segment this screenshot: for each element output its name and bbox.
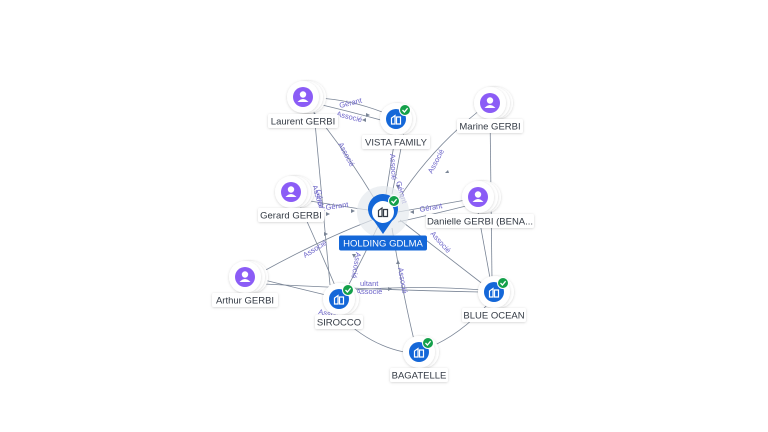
node-label: VISTA FAMILY xyxy=(362,135,430,149)
person-node-laurent[interactable]: Laurent GERBI xyxy=(268,81,338,128)
person-node-danielle[interactable]: Danielle GERBI (BENA... xyxy=(426,181,534,228)
company-node-holding-gdlma[interactable]: HOLDING GDLMA xyxy=(339,186,427,251)
verified-check-icon xyxy=(497,277,509,289)
person-icon xyxy=(235,267,255,287)
edge-sirocco-blue xyxy=(351,287,483,291)
person-icon xyxy=(293,87,313,107)
node-label: Laurent GERBI xyxy=(268,114,338,128)
svg-text:SIROCCO: SIROCCO xyxy=(317,318,361,329)
arrow-4 xyxy=(326,212,330,216)
arrow-5 xyxy=(324,232,328,236)
verified-check-icon xyxy=(388,195,400,207)
building-icon xyxy=(377,206,389,218)
node-label: Arthur GERBI xyxy=(212,293,278,307)
person-icon xyxy=(480,93,500,113)
edge-label: Associé xyxy=(356,287,382,296)
svg-text:HOLDING GDLMA: HOLDING GDLMA xyxy=(343,239,423,250)
person-icon xyxy=(468,187,488,207)
edge-label: Associé xyxy=(336,109,364,124)
node-label: SIROCCO xyxy=(315,315,363,329)
person-node-arthur[interactable]: Arthur GERBI xyxy=(212,261,278,307)
edge-label: Gérant xyxy=(314,189,327,214)
edge-label: ultant xyxy=(360,279,379,288)
edge-arthur-sirocco xyxy=(263,279,331,297)
arrow-8 xyxy=(388,287,392,291)
person-node-marine[interactable]: Marine GERBI xyxy=(457,87,523,133)
edge-label: Associé xyxy=(301,238,328,260)
edge-label: Gérant xyxy=(338,95,363,110)
edge-holding-blue xyxy=(399,219,485,286)
svg-text:Gerard GERBI: Gerard GERBI xyxy=(260,211,322,222)
svg-text:Marine GERBI: Marine GERBI xyxy=(459,122,520,133)
edge-label: Associé xyxy=(349,252,362,279)
edge-danielle-holding xyxy=(397,199,467,213)
arrow-3 xyxy=(351,209,355,213)
node-label: Marine GERBI xyxy=(457,119,523,133)
edge-arthur-blue xyxy=(263,283,481,293)
verified-check-icon xyxy=(399,104,411,116)
edge-label: Associé xyxy=(396,267,409,294)
edge-label: Associé xyxy=(388,154,399,181)
edge-laurent-sirocco xyxy=(313,111,331,286)
arrow-2 xyxy=(362,118,366,122)
company-node-blue-ocean[interactable]: BLUE OCEAN xyxy=(462,276,526,322)
node-label: Danielle GERBI (BENA... xyxy=(426,214,534,228)
svg-text:Laurent GERBI: Laurent GERBI xyxy=(271,117,335,128)
verified-check-icon xyxy=(342,284,354,296)
person-node-gerard[interactable]: Gerard GERBI xyxy=(258,176,324,222)
edge-label: Gérant xyxy=(325,200,350,212)
svg-text:VISTA FAMILY: VISTA FAMILY xyxy=(365,138,428,149)
arrow-12 xyxy=(445,170,449,173)
svg-text:BAGATELLE: BAGATELLE xyxy=(392,371,447,382)
arrow-9 xyxy=(396,260,400,264)
svg-text:BLUE OCEAN: BLUE OCEAN xyxy=(463,311,524,322)
arrow-10 xyxy=(352,254,356,258)
edge-label: Associé xyxy=(426,148,446,175)
svg-text:Danielle GERBI (BENA...: Danielle GERBI (BENA... xyxy=(427,217,533,228)
edge-label: Gérant xyxy=(419,201,444,214)
svg-text:Arthur GERBI: Arthur GERBI xyxy=(216,296,274,307)
node-label: Gerard GERBI xyxy=(258,208,324,222)
arrow-7 xyxy=(396,185,400,189)
verified-check-icon xyxy=(422,337,434,349)
node-label-selected: HOLDING GDLMA xyxy=(339,235,427,251)
edge-label: Associé xyxy=(336,141,356,168)
person-icon xyxy=(281,182,301,202)
company-node-vista-family[interactable]: VISTA FAMILY xyxy=(362,103,430,149)
company-node-bagatelle[interactable]: BAGATELLE xyxy=(390,336,448,382)
node-label: BLUE OCEAN xyxy=(462,308,526,322)
node-label: BAGATELLE xyxy=(390,368,448,382)
edge-arrows xyxy=(324,113,449,291)
company-node-sirocco[interactable]: SIROCCO xyxy=(315,283,363,329)
arrow-6 xyxy=(410,210,414,214)
arrow-1 xyxy=(366,113,370,117)
